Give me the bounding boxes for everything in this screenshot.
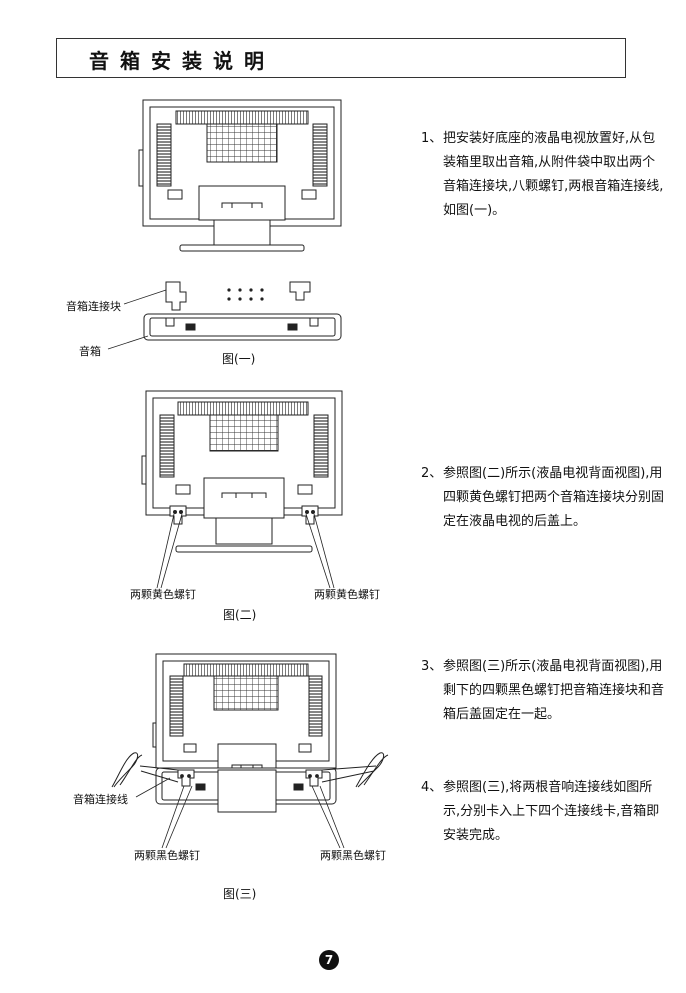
step-3: 3、 参照图(三)所示(液晶电视背面视图),用剩下的四颗黑色螺钉把音箱连接块和音… <box>421 655 666 727</box>
figure3-leaders <box>135 777 345 849</box>
figure1-label-block: 音箱连接块 <box>66 300 121 313</box>
step-2-number: 2、 <box>421 466 443 481</box>
figure1-caption: 图(一) <box>222 352 256 366</box>
step-2-text: 参照图(二)所示(液晶电视背面视图),用四颗黄色螺钉把两个音箱连接块分别固定在液… <box>443 466 665 529</box>
figure2-caption: 图(二) <box>223 608 257 622</box>
step-3-number: 3、 <box>421 659 443 674</box>
figure1-tv <box>138 99 342 252</box>
figure3-cables <box>111 752 389 788</box>
figure3-label-cable: 音箱连接线 <box>73 793 128 806</box>
figure1-parts <box>143 281 342 341</box>
figure3-caption: 图(三) <box>223 887 257 901</box>
figure2-label-right: 两颗黄色螺钉 <box>314 588 380 601</box>
step-1: 1、 把安装好底座的液晶电视放置好,从包装箱里取出音箱,从附件袋中取出两个音箱连… <box>421 127 666 223</box>
title-box: 音箱安装说明 <box>56 38 626 78</box>
page-number: 7 <box>319 950 339 970</box>
figure2-label-left: 两颗黄色螺钉 <box>130 588 196 601</box>
step-4-number: 4、 <box>421 780 443 795</box>
figure2-tv <box>141 390 343 553</box>
step-1-text: 把安装好底座的液晶电视放置好,从包装箱里取出音箱,从附件袋中取出两个音箱连接块,… <box>443 131 664 218</box>
figure2-leaders <box>156 513 335 589</box>
figure3-tv <box>152 653 337 813</box>
step-3-text: 参照图(三)所示(液晶电视背面视图),用剩下的四颗黑色螺钉把音箱连接块和音箱后盖… <box>443 659 665 722</box>
step-2: 2、 参照图(二)所示(液晶电视背面视图),用四颗黄色螺钉把两个音箱连接块分别固… <box>421 462 666 534</box>
page-title: 音箱安装说明 <box>89 49 275 73</box>
figure3-label-right: 两颗黑色螺钉 <box>320 849 386 862</box>
figure1-label-speaker: 音箱 <box>79 345 101 358</box>
step-4: 4、 参照图(三),将两根音响连接线如图所示,分别卡入上下四个连接线卡,音箱即安… <box>421 776 666 848</box>
figure3-label-left: 两颗黑色螺钉 <box>134 849 200 862</box>
step-1-number: 1、 <box>421 131 443 146</box>
figure1-leaders <box>107 289 167 350</box>
step-4-text: 参照图(三),将两根音响连接线如图所示,分别卡入上下四个连接线卡,音箱即安装完成… <box>443 780 660 843</box>
